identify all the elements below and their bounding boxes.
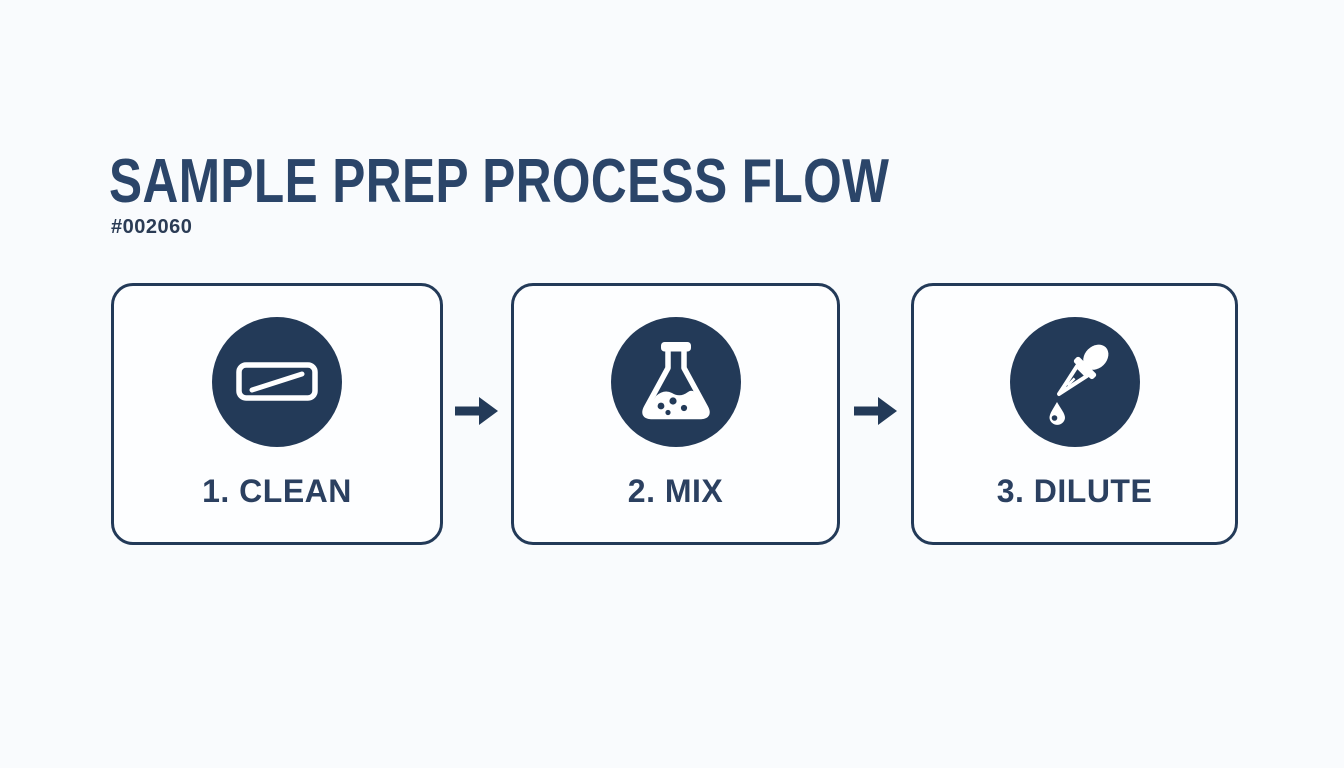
step-card-dilute: 3. DILUTE (911, 283, 1238, 545)
microscope-slide-icon (212, 317, 342, 447)
step-label-clean: 1. CLEAN (202, 473, 352, 509)
step-label-mix: 2. MIX (627, 473, 724, 509)
flask-icon (610, 317, 741, 447)
page-title: SAMPLE PREP PROCESS FLOW (109, 147, 890, 216)
step-card-clean: 1. CLEAN (111, 283, 443, 545)
step-label-dilute: 3. DILUTE (996, 473, 1153, 509)
dropper-icon (1009, 317, 1140, 447)
arrow-right-icon (854, 397, 897, 425)
figure-number: #002060 (111, 216, 193, 238)
arrow-right-icon (455, 397, 498, 425)
step-card-mix: 2. MIX (511, 283, 840, 545)
